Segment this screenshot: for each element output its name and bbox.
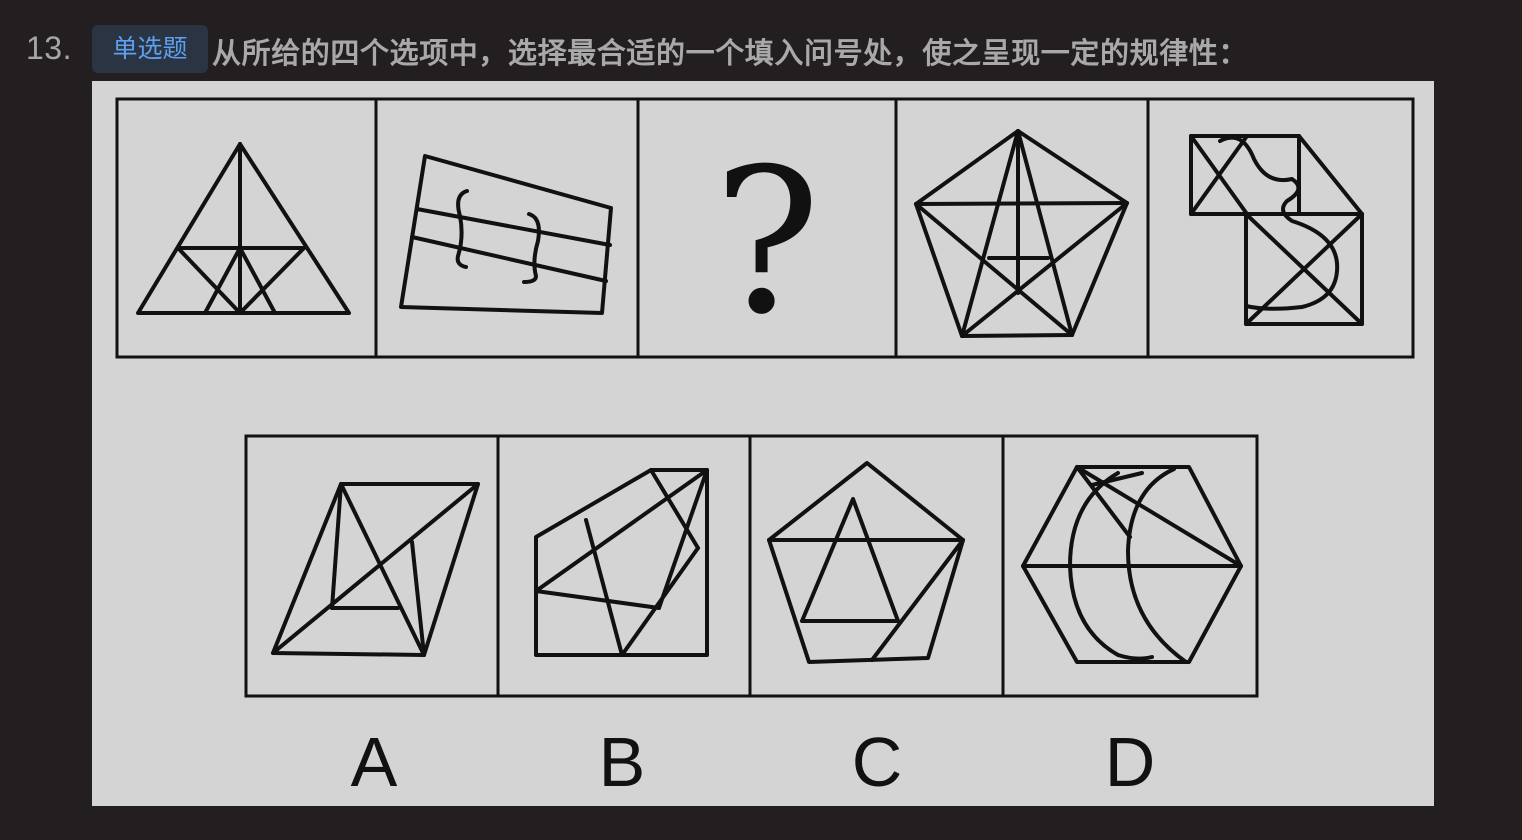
puzzle-figure: ? xyxy=(92,81,1434,806)
figure-4-pentagon-star xyxy=(914,129,1129,338)
question-row-frame xyxy=(115,97,1415,359)
option-b-figure[interactable] xyxy=(534,468,709,657)
option-d-label[interactable]: D xyxy=(1105,723,1156,801)
option-b-label[interactable]: B xyxy=(599,723,646,801)
question-type-badge: 单选题 xyxy=(92,25,208,73)
option-c-label[interactable]: C xyxy=(852,723,903,801)
puzzle-figure-svg: ? xyxy=(115,97,1415,801)
question-row: ? xyxy=(115,97,1415,359)
figure-5-squares-curve xyxy=(1189,134,1364,326)
question-mark: ? xyxy=(713,126,820,359)
figure-2-quadrilateral xyxy=(399,154,613,315)
option-c-figure[interactable] xyxy=(767,461,965,664)
options-row: A B C D xyxy=(244,434,1259,801)
option-a-figure[interactable] xyxy=(271,482,480,657)
option-a-label[interactable]: A xyxy=(351,723,398,801)
question-text: 从所给的四个选项中，选择最合适的一个填入问号处，使之呈现一定的规律性： xyxy=(212,36,1249,70)
figure-1-triangle xyxy=(136,142,351,315)
question-number: 13. xyxy=(26,30,72,66)
option-d-figure[interactable] xyxy=(1021,465,1243,664)
